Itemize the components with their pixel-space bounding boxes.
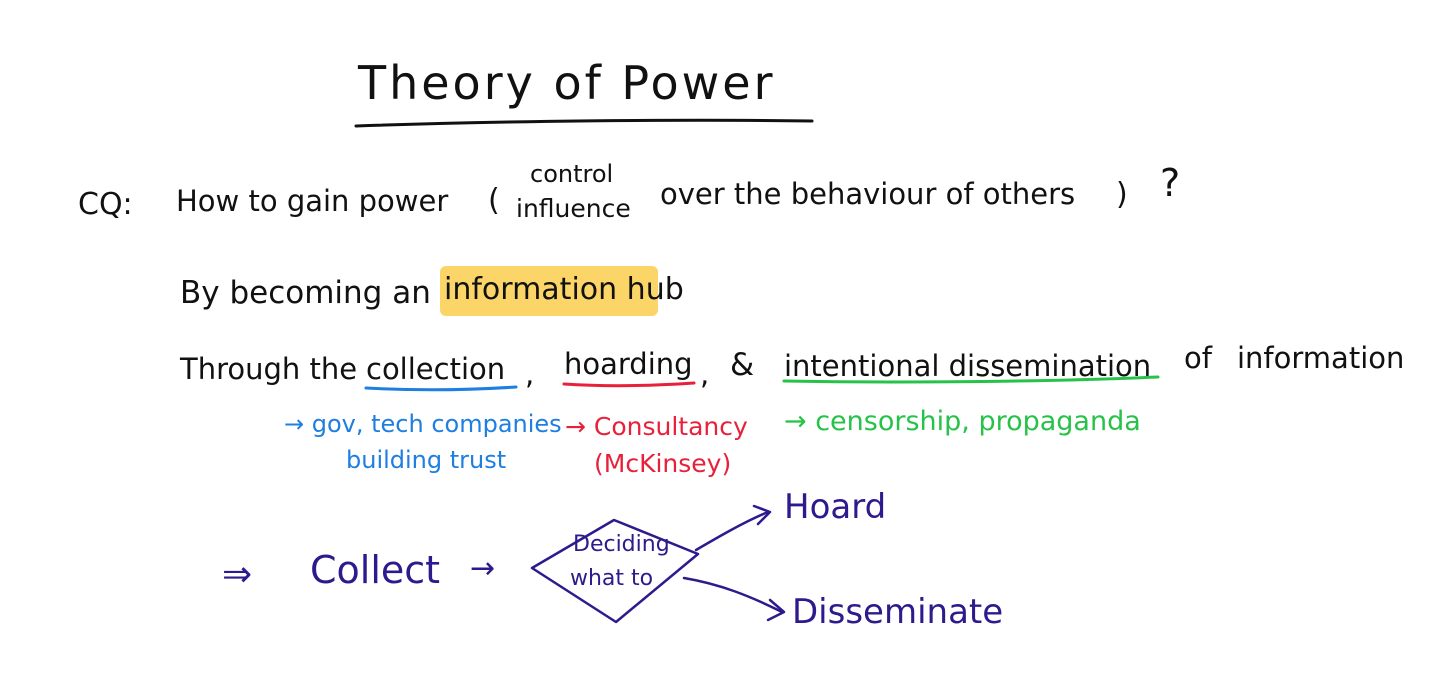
cq-option-influence: influence (516, 194, 631, 223)
collection-note-line1: → gov, tech companies (284, 410, 562, 438)
flow-collect-node: Collect (310, 548, 441, 592)
cq-close-paren: ) (1116, 177, 1128, 212)
cq-open-paren: ( (488, 183, 500, 218)
flow-arrow-icon: → (470, 551, 496, 586)
implies-arrow-icon: ⇒ (222, 554, 253, 595)
cq-question: How to gain power (176, 184, 449, 218)
information-word: information (1237, 341, 1405, 375)
cq-option-control: control (530, 160, 614, 188)
comma-1: , (525, 357, 535, 391)
information-hub-highlight (440, 266, 658, 316)
hoarding-word: hoarding (564, 347, 693, 381)
cq-question-mark: ? (1160, 161, 1181, 205)
of-word: of (1184, 341, 1212, 375)
intentional-dissemination-words: intentional dissemination (784, 349, 1152, 383)
answer-prefix: By becoming an (180, 275, 431, 311)
hoard-connector-arrow (694, 510, 770, 552)
hoarding-underline (562, 381, 696, 388)
hoarding-note-line2: (McKinsey) (594, 449, 732, 478)
hoard-arrowhead-icon (752, 504, 772, 526)
disseminate-arrowhead-icon (766, 598, 786, 622)
page-title: Theory of Power (358, 56, 776, 110)
cq-question-rest: over the behaviour of others (660, 177, 1076, 211)
ampersand: & (730, 347, 755, 383)
hoarding-note-line1: → Consultancy (565, 412, 748, 441)
cq-label: CQ: (78, 187, 133, 222)
collection-word: collection (366, 352, 506, 386)
decision-label-line1: Deciding (573, 532, 670, 557)
decision-label-line2: what to (570, 566, 654, 591)
dissemination-note: → censorship, propaganda (784, 406, 1141, 437)
flow-hoard-node: Hoard (784, 487, 887, 527)
through-the-text: Through the (180, 352, 358, 386)
collection-note-line2: building trust (346, 446, 507, 474)
flow-disseminate-node: Disseminate (792, 592, 1004, 632)
collection-underline (364, 385, 518, 392)
disseminate-connector-arrow (682, 576, 784, 614)
title-underline (354, 118, 814, 128)
comma-2: , (700, 357, 710, 391)
information-hub-text: information hub (444, 272, 684, 307)
